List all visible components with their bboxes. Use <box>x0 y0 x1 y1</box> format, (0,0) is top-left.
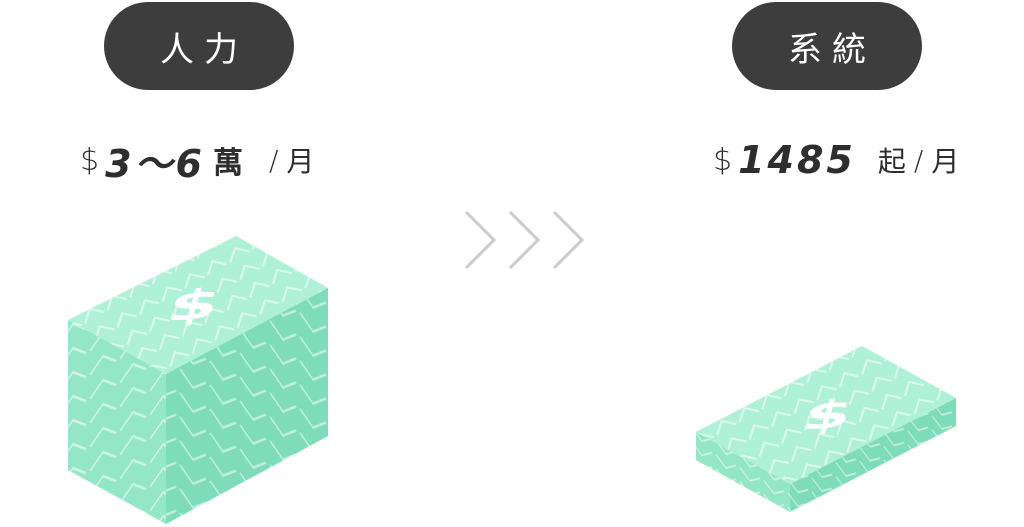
price-period: 月 <box>286 145 315 178</box>
price-amount: 1485 <box>738 138 856 182</box>
currency-symbol: $ <box>713 142 733 178</box>
label-system: 系統 <box>732 2 922 90</box>
system-price: $ 1485 起 / 月 <box>713 132 959 188</box>
money-stack-icon: $ <box>696 346 956 512</box>
money-stack-icon: $ <box>68 236 328 524</box>
price-suffix: 起 <box>877 145 906 178</box>
label-manpower-text: 人力 <box>160 29 248 70</box>
price-amount: 3～6 <box>105 141 205 186</box>
label-system-text: 系統 <box>788 29 876 70</box>
chevron-right-icon <box>464 210 585 270</box>
price-separator: / <box>913 143 924 177</box>
price-separator: / <box>268 143 279 177</box>
price-unit: 萬 <box>212 146 243 181</box>
manpower-price: $ 3～6 萬 / 月 <box>80 132 314 188</box>
label-manpower: 人力 <box>104 2 294 90</box>
currency-symbol: $ <box>80 142 100 178</box>
price-period: 月 <box>931 145 960 178</box>
